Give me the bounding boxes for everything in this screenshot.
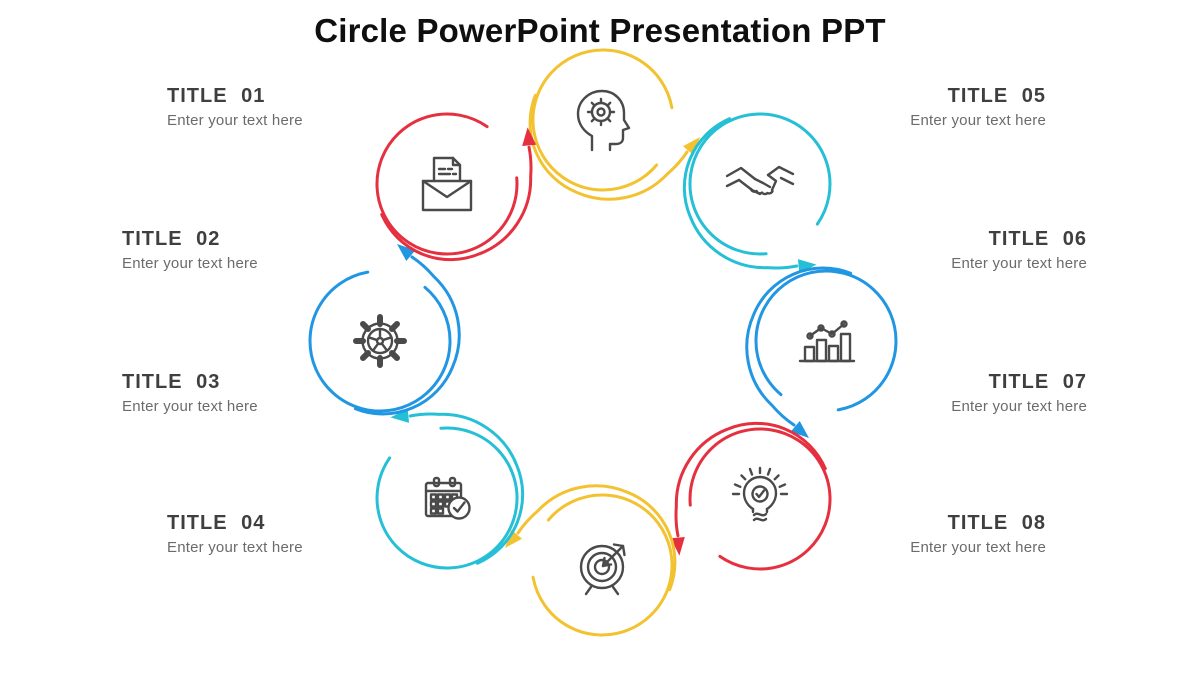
circle-item-bottom — [505, 484, 677, 637]
label-title: TITLE 02 — [122, 228, 221, 250]
circle-item-right — [745, 266, 898, 438]
calendar-check-icon — [424, 476, 471, 520]
label-subtitle: Enter your text here — [122, 398, 258, 415]
label-block-02: TITLE 02 Enter your text here — [122, 228, 258, 272]
label-subtitle: Enter your text here — [951, 398, 1087, 415]
circle-item-left — [308, 244, 461, 416]
mind-gear-icon — [576, 89, 631, 152]
ring — [375, 112, 519, 256]
swirl-arrow — [380, 145, 533, 262]
page-title: Circle PowerPoint Presentation PPT — [314, 12, 886, 49]
label-title: TITLE 08 — [947, 512, 1046, 534]
open-mail-icon — [421, 156, 473, 212]
target-arrow-icon — [579, 543, 626, 596]
label-subtitle: Enter your text here — [910, 112, 1046, 129]
circle-item-top — [528, 48, 700, 201]
label-title: TITLE 03 — [122, 371, 221, 393]
label-title: TITLE 07 — [988, 371, 1087, 393]
circle-item-top-right — [682, 112, 832, 274]
arrowhead — [505, 529, 522, 548]
ring — [754, 269, 898, 412]
label-block-03: TITLE 03 Enter your text here — [122, 371, 258, 415]
label-block-04: TITLE 04 Enter your text here — [167, 512, 303, 556]
label-block-07: TITLE 07 Enter your text here — [951, 371, 1087, 415]
handshake-icon — [725, 165, 795, 196]
ring — [688, 427, 832, 571]
label-subtitle: Enter your text here — [167, 539, 303, 556]
ring — [688, 112, 832, 256]
label-block-05: TITLE 05 Enter your text here — [910, 85, 1046, 129]
label-title: TITLE 04 — [167, 512, 266, 534]
label-block-06: TITLE 06 Enter your text here — [951, 228, 1087, 272]
arrowhead — [522, 127, 537, 147]
growth-chart-icon — [798, 320, 856, 363]
arrowhead — [397, 244, 416, 261]
label-subtitle: Enter your text here — [910, 539, 1046, 556]
label-title: TITLE 05 — [947, 85, 1046, 107]
swirl-arrow — [682, 117, 799, 270]
swirl-arrow — [408, 412, 525, 565]
swirl-arrow — [528, 93, 689, 201]
arrowhead — [670, 536, 685, 556]
label-block-08: TITLE 08 Enter your text here — [910, 512, 1046, 556]
label-subtitle: Enter your text here — [167, 112, 303, 129]
label-subtitle: Enter your text here — [122, 255, 258, 272]
swirl-arrow — [516, 484, 677, 592]
ring — [308, 270, 452, 413]
label-title: TITLE 01 — [167, 85, 266, 107]
circle-item-bottom-left — [375, 408, 525, 570]
swirl-arrow — [674, 421, 827, 538]
circle-item-top-left — [375, 112, 537, 262]
ring — [531, 493, 674, 637]
label-subtitle: Enter your text here — [951, 255, 1087, 272]
swirl-arrow — [353, 255, 461, 416]
label-block-01: TITLE 01 Enter your text here — [167, 85, 303, 129]
gear-icon — [353, 314, 407, 368]
arrowhead — [683, 137, 700, 156]
idea-bulb-icon — [731, 466, 789, 522]
circle-item-bottom-right — [670, 421, 832, 571]
ring — [375, 426, 519, 570]
swirl-arrow — [745, 266, 853, 427]
label-title: TITLE 06 — [988, 228, 1087, 250]
arrowhead — [790, 421, 809, 438]
ring — [531, 48, 674, 192]
